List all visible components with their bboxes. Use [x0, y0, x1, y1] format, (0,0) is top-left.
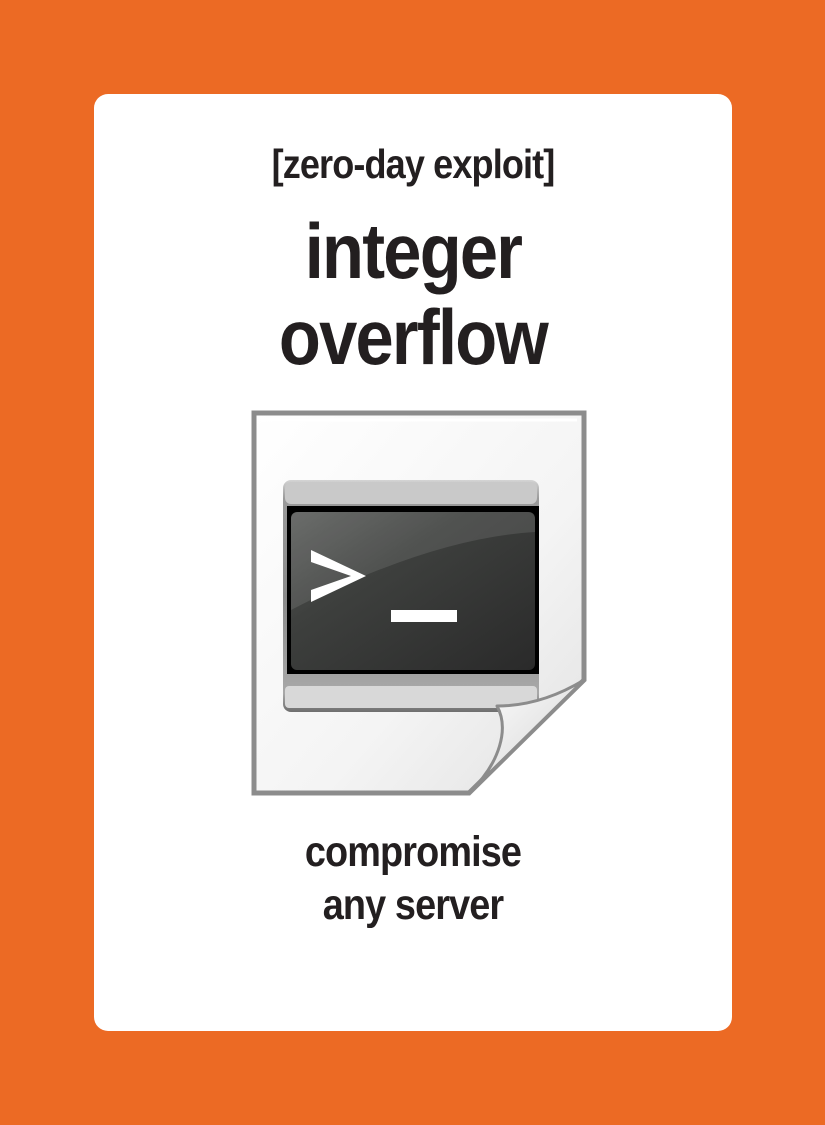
page-curl: [467, 678, 586, 795]
card-category: [zero-day exploit]: [271, 141, 556, 187]
card-description-line-1: compromise: [304, 828, 522, 876]
prompt-chevron: [311, 550, 366, 602]
card-title-line-2: overflow: [278, 293, 549, 381]
terminal-file-icon: [251, 410, 587, 796]
card-title-line-1: integer: [304, 207, 523, 295]
card-description: compromise any server: [132, 826, 693, 932]
prompt-cursor: [391, 610, 457, 622]
card-description-line-2: any server: [322, 881, 504, 929]
card-title: integer overflow: [132, 208, 693, 380]
card: [zero-day exploit] integer overflow: [94, 94, 732, 1031]
